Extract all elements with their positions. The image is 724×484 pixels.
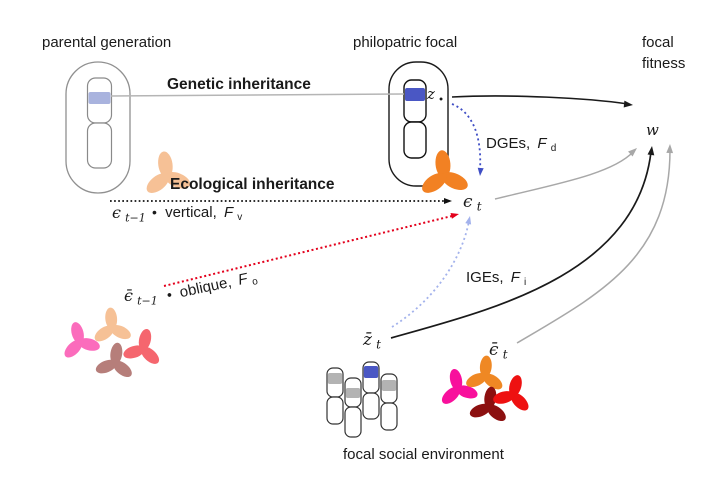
oblique-transmission-arrow xyxy=(163,215,453,287)
oblique-transmission-arrowhead xyxy=(450,212,459,219)
vertical-pathway-label: • vertical, F v xyxy=(152,204,242,223)
social-chromosome-1 xyxy=(326,367,344,425)
social-chromosome-2 xyxy=(344,377,362,438)
parental-generation-label: parental generation xyxy=(42,34,171,51)
social-band-gray-2 xyxy=(345,388,361,398)
dges-label: DGEs, F d xyxy=(486,135,556,154)
social-band-blue xyxy=(363,366,379,378)
iges-arrowhead xyxy=(465,216,472,225)
parental-social-env-symbol: ϵ̄ t−1 xyxy=(124,286,158,308)
focal-fitness-label-line2: fitness xyxy=(642,55,685,72)
focal-env-to-fitness-arrow xyxy=(494,151,634,200)
parental-group-trefoil-peach xyxy=(89,305,134,346)
iges-arrow xyxy=(391,220,470,328)
focal-trait-symbol: z • xyxy=(426,85,443,106)
vertical-transmission-arrowhead xyxy=(444,198,452,204)
focal-social-environment-label: focal social environment xyxy=(343,446,505,463)
parental-allele-band xyxy=(88,92,111,104)
dges-arrow xyxy=(451,103,482,171)
focal-capsule xyxy=(388,61,449,187)
focal-env-symbol: ϵ t xyxy=(463,192,482,214)
social-chromosome-3 xyxy=(362,361,380,420)
ecological-inheritance-heading: Ecological inheritance xyxy=(170,176,335,193)
social-env-to-fitness-arrow xyxy=(516,149,671,344)
fitness-symbol: w xyxy=(646,121,659,139)
dges-arrowhead xyxy=(477,167,484,176)
genetic-inheritance-heading: Genetic inheritance xyxy=(167,76,311,93)
social-env-to-fitness-arrowhead xyxy=(666,144,674,154)
philopatric-focal-label: philopatric focal xyxy=(353,34,457,51)
social-trait-to-fitness-arrow xyxy=(390,151,652,339)
social-env-symbol: ϵ̄ t xyxy=(489,340,508,362)
parental-capsule xyxy=(65,61,131,194)
focal-fitness-label-line1: focal xyxy=(642,34,674,51)
social-chromosome-4 xyxy=(380,373,398,431)
iges-label: IGEs, F i xyxy=(466,269,526,288)
trait-to-fitness-arrowhead xyxy=(623,100,633,108)
trait-to-fitness-arrow xyxy=(451,95,629,105)
parental-chromosome xyxy=(86,77,113,169)
social-trait-to-fitness-arrowhead xyxy=(647,146,655,156)
social-trait-symbol: z̄ t xyxy=(362,330,381,352)
social-band-gray-1 xyxy=(327,373,343,384)
oblique-pathway-label: • oblique, F o xyxy=(165,268,259,306)
focal-chromosome xyxy=(403,79,427,159)
parental-env-symbol: ϵ t−1 xyxy=(112,203,146,225)
social-band-gray-3 xyxy=(381,380,397,391)
genetic-inheritance-line xyxy=(110,93,405,97)
focal-env-to-fitness-arrowhead xyxy=(628,148,637,157)
focal-allele-band xyxy=(405,88,425,101)
